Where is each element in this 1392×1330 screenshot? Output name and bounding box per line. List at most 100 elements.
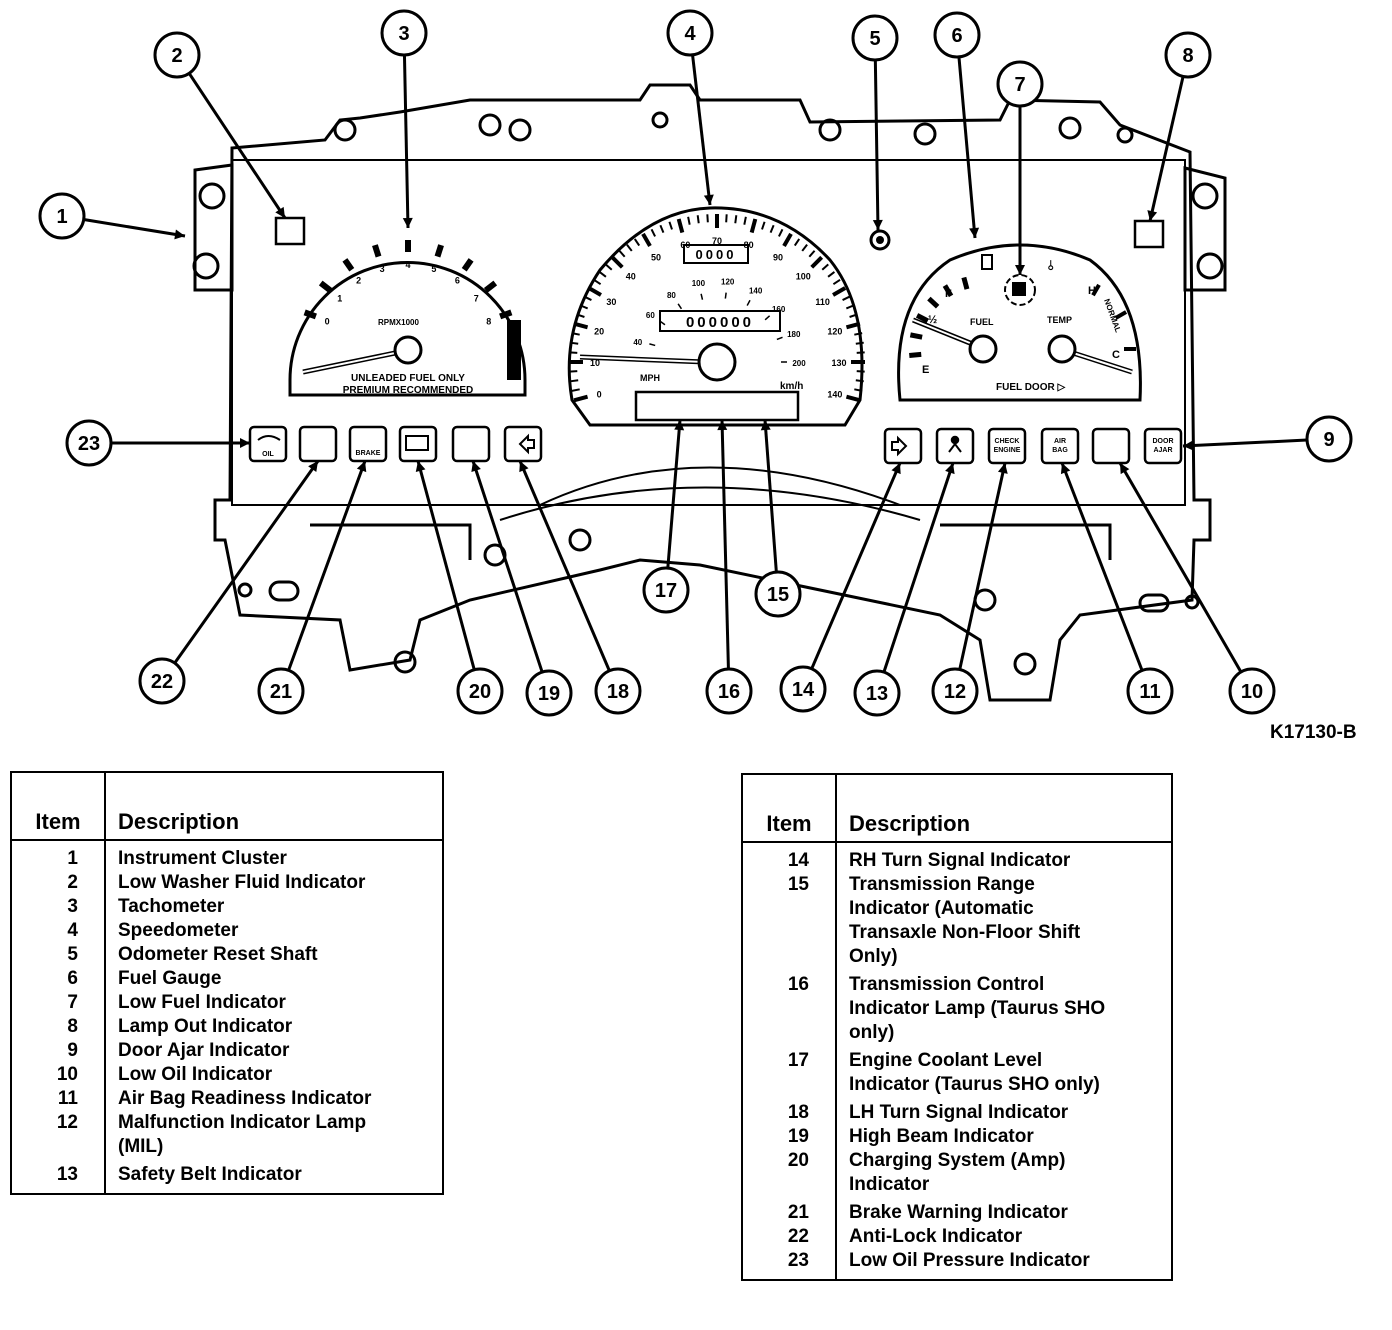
callout-circle xyxy=(65,419,113,467)
legend-item-number xyxy=(742,921,837,945)
legend-item-description: High Beam Indicator xyxy=(849,1126,1034,1147)
transmission-indicator-window xyxy=(634,390,800,422)
callout-4: 4 xyxy=(666,9,714,57)
speedo-tick xyxy=(810,255,824,269)
callout-circle xyxy=(456,667,504,715)
leader-line-12 xyxy=(958,462,1007,670)
high-beam-lamp xyxy=(451,425,491,463)
speedo-tick xyxy=(633,238,641,247)
callout-number: 8 xyxy=(1182,45,1193,67)
leader-line-13 xyxy=(882,462,955,673)
battery-icon xyxy=(405,435,429,451)
callout-circle xyxy=(754,570,802,618)
leader-line-9 xyxy=(1182,438,1308,448)
arrowhead-15 xyxy=(760,420,771,431)
callout-number: 5 xyxy=(869,28,880,50)
legend-item-number: 14 xyxy=(742,842,837,873)
arrowhead-23 xyxy=(240,438,250,448)
arrowhead-5 xyxy=(872,219,883,230)
legend-item-number: 11 xyxy=(11,1087,106,1111)
check-engine-text-2: ENGINE xyxy=(994,447,1021,454)
callout-1: 1 xyxy=(38,192,86,240)
legend-item-number: 8 xyxy=(11,1015,106,1039)
callout-11: 11 xyxy=(1126,667,1174,715)
tach-tick-label: 2 xyxy=(356,276,361,286)
callout-number: 18 xyxy=(607,681,629,703)
brake-lamp-text: BRAKE xyxy=(356,450,381,457)
legend-item-description: Speedometer xyxy=(118,920,239,941)
speedo-tick xyxy=(856,351,865,354)
odometer-digits: 000000 xyxy=(686,314,754,331)
check-engine-lamp xyxy=(987,427,1027,465)
mph-label: MPH xyxy=(640,373,660,383)
speedo-tick xyxy=(854,332,863,336)
legend-item-description: Transmission Range xyxy=(849,874,1035,895)
callout-number: 16 xyxy=(718,681,740,703)
callout-3: 3 xyxy=(380,9,428,57)
legend-item-description: Tachometer xyxy=(118,896,225,917)
callout-number: 3 xyxy=(398,23,409,45)
arrowhead-3 xyxy=(402,217,413,228)
legend-item-number xyxy=(742,1021,837,1045)
callout-circle xyxy=(525,669,573,717)
callout-number: 11 xyxy=(1139,681,1160,703)
fuel-tick xyxy=(961,276,970,290)
speedo-tick xyxy=(598,271,607,278)
legend-item-description: only) xyxy=(849,1022,895,1043)
tach-tick-label: 5 xyxy=(431,264,436,274)
speedo-tick xyxy=(743,216,747,225)
arrowhead-4 xyxy=(703,194,714,205)
speedo-tick xyxy=(571,332,580,336)
callout-circle xyxy=(594,667,642,715)
leader-line-18 xyxy=(518,460,611,672)
arrowhead-18 xyxy=(519,461,529,473)
speedo-tick xyxy=(687,216,691,225)
mph-tick-label: 20 xyxy=(594,326,604,336)
speedo-tick xyxy=(659,224,665,234)
fuel-half: ½ xyxy=(928,314,937,326)
temp-icon: ⫰ xyxy=(1048,258,1054,273)
speedo-tick xyxy=(641,232,652,247)
speedo-tick xyxy=(855,341,864,345)
belted-person-icon xyxy=(950,435,960,445)
callout-circle xyxy=(931,667,979,715)
callout-number: 13 xyxy=(866,683,888,705)
legend-header-description: Description xyxy=(105,772,443,841)
legend-item-number xyxy=(742,945,837,969)
tach-tick xyxy=(434,244,444,258)
kmh-tick-label: 200 xyxy=(792,359,806,368)
mph-tick-label: 40 xyxy=(626,272,636,282)
tach-tick-label: 1 xyxy=(337,294,342,304)
callout-17: 17 xyxy=(642,566,690,614)
legend-row: (MIL) xyxy=(11,1135,443,1159)
tach-tick xyxy=(483,280,498,293)
legend-item-description: Safety Belt Indicator xyxy=(118,1164,302,1185)
leader-line-8 xyxy=(1148,76,1185,222)
door-ajar-lamp xyxy=(1143,427,1183,465)
kmh-tick-label: 160 xyxy=(772,305,786,314)
callout-number: 9 xyxy=(1323,429,1334,451)
legend-item-number: 10 xyxy=(11,1063,106,1087)
tach-note-2: PREMIUM RECOMMENDED xyxy=(343,385,474,396)
callout-circle xyxy=(1305,415,1353,463)
speedo-tick xyxy=(769,224,775,234)
callout-number: 14 xyxy=(792,679,815,701)
legend-item-description: Instrument Cluster xyxy=(118,848,287,869)
leader-line-22 xyxy=(173,460,320,664)
kmh-tick xyxy=(776,336,783,341)
callout-18: 18 xyxy=(594,667,642,715)
leader-line-11 xyxy=(1060,462,1144,672)
callout-16: 16 xyxy=(705,667,753,715)
callout-12: 12 xyxy=(931,667,979,715)
